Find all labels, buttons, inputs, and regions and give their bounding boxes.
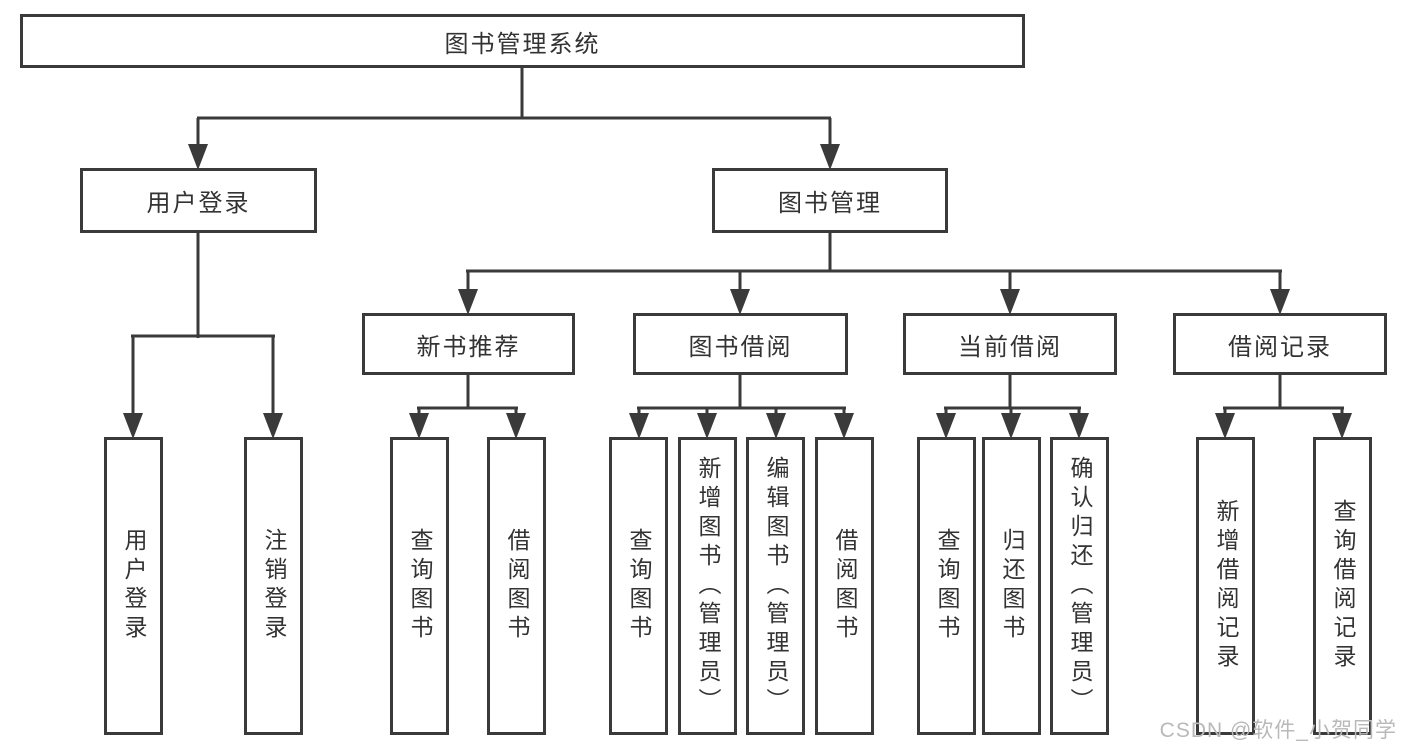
node-new-book-recommendation: 新书推荐 — [362, 313, 575, 375]
node-leaf-query-books-current: 查询图书 — [917, 437, 976, 735]
node-leaf-query-books-borrow: 查询图书 — [609, 437, 668, 735]
node-leaf-add-book-admin: 新增图书（管理员） — [678, 437, 737, 735]
node-borrowing-records: 借阅记录 — [1173, 313, 1387, 375]
node-leaf-add-borrow-record: 新增借阅记录 — [1196, 437, 1255, 735]
node-leaf-confirm-return-admin: 确认归还（管理员） — [1050, 437, 1109, 735]
node-leaf-query-books-rec: 查询图书 — [390, 437, 449, 735]
watermark: CSDN @软件_小贺同学 — [1159, 719, 1397, 742]
node-book-management: 图书管理 — [712, 168, 948, 233]
node-library-management-system: 图书管理系统 — [20, 14, 1025, 68]
node-leaf-user-login: 用户登录 — [104, 437, 163, 735]
node-leaf-logout: 注销登录 — [244, 437, 303, 735]
node-leaf-query-borrow-record: 查询借阅记录 — [1313, 437, 1372, 735]
node-user-login: 用户登录 — [80, 168, 317, 233]
node-current-borrowing: 当前借阅 — [903, 313, 1117, 375]
node-leaf-return-book: 归还图书 — [982, 437, 1041, 735]
node-leaf-edit-book-admin: 编辑图书（管理员） — [746, 437, 805, 735]
node-leaf-borrow-books-rec: 借阅图书 — [487, 437, 546, 735]
node-book-borrowing: 图书借阅 — [633, 313, 848, 375]
node-leaf-borrow-books-borrow: 借阅图书 — [815, 437, 874, 735]
